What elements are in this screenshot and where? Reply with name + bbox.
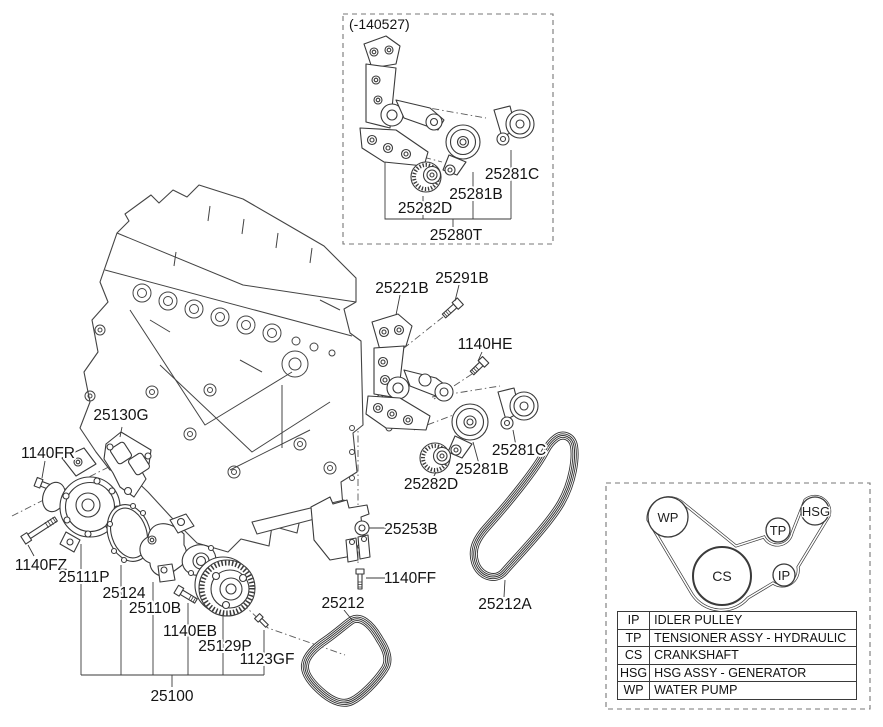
part-label-25291B[interactable]: 25291B xyxy=(433,268,490,289)
callout-lines xyxy=(27,284,517,687)
part-label-1123GF[interactable]: 1123GF xyxy=(238,649,297,670)
belt-node-wp xyxy=(647,496,689,538)
bracket-25280T-inset xyxy=(359,35,445,167)
protector-25253B xyxy=(310,496,371,563)
part-label-25281C[interactable]: 25281C xyxy=(490,440,548,461)
part-label-25281C-inset[interactable]: 25281C xyxy=(483,164,541,185)
gasket-25130G xyxy=(103,431,152,498)
legend-desc: HSG ASSY - GENERATOR xyxy=(649,663,858,682)
idler-pulley-25282D-inset xyxy=(410,161,442,193)
head-ports xyxy=(132,283,336,357)
part-label-25282D[interactable]: 25282D xyxy=(402,474,460,495)
belt-routing-box: WP TP HSG CS IP xyxy=(605,482,871,710)
part-label-25129P[interactable]: 25129P xyxy=(196,636,253,657)
inset-date-note: (-140527) xyxy=(349,16,410,32)
bolt-1140EB xyxy=(173,584,198,604)
part-label-25282D-inset[interactable]: 25282D xyxy=(396,198,454,219)
legend-row-cs: CS CRANKSHAFT xyxy=(616,646,858,665)
water-pump-housing-25111P xyxy=(42,447,121,553)
part-label-25100[interactable]: 25100 xyxy=(148,686,195,707)
legend-code: CS xyxy=(616,646,651,665)
part-label-1140FF[interactable]: 1140FF xyxy=(382,568,438,589)
belt-node-ip-label: IP xyxy=(778,568,790,583)
legend-row-tp: TP TENSIONER ASSY - HYDRAULIC xyxy=(616,628,858,647)
legend-desc: CRANKSHAFT xyxy=(649,646,858,665)
part-label-25221B[interactable]: 25221B xyxy=(373,278,430,299)
legend-desc: TENSIONER ASSY - HYDRAULIC xyxy=(649,628,858,647)
bolt-1140FF xyxy=(355,568,365,590)
part-label-25111P[interactable]: 25111P xyxy=(56,567,111,588)
belt-node-cs-label: CS xyxy=(712,568,731,584)
part-label-1140FR[interactable]: 1140FR xyxy=(19,443,77,464)
part-label-25281B-inset[interactable]: 25281B xyxy=(447,184,504,205)
screw-1123GF xyxy=(254,613,269,628)
legend-desc: WATER PUMP xyxy=(649,681,858,700)
legend-row-hsg: HSG HSG ASSY - GENERATOR xyxy=(616,663,858,682)
belt-node-hsg-label: HSG xyxy=(802,504,830,519)
part-label-25110B[interactable]: 25110B xyxy=(127,598,183,619)
engine-block xyxy=(79,184,393,553)
part-labels: (-140527) 25282D 25281B 25281C 25280T 25… xyxy=(13,14,548,707)
belt-node-cs xyxy=(692,546,752,606)
legend-row-ip: IP IDLER PULLEY xyxy=(616,611,858,630)
tensioner-25281C xyxy=(497,387,539,430)
belt-node-wp-label: WP xyxy=(658,510,679,525)
part-label-25212[interactable]: 25212 xyxy=(319,593,366,614)
legend-desc: IDLER PULLEY xyxy=(649,611,858,630)
legend-code: WP xyxy=(616,681,651,700)
legend-code: IP xyxy=(616,611,651,630)
part-label-1140FZ[interactable]: 1140FZ xyxy=(13,555,69,576)
drive-belt-25212A xyxy=(469,431,579,581)
bolt-1140FZ xyxy=(20,516,58,545)
part-label-1140EB[interactable]: 1140EB xyxy=(161,621,219,642)
bolt-25291B xyxy=(441,297,464,319)
pump-belt-25212 xyxy=(300,614,392,707)
belt-node-hsg xyxy=(800,496,830,526)
tensioner-25281B-inset xyxy=(442,124,481,176)
bolt-1140HE xyxy=(469,356,490,376)
inset-variant-box xyxy=(342,13,554,245)
legend-code: HSG xyxy=(616,663,651,682)
part-label-25281B[interactable]: 25281B xyxy=(453,459,510,480)
belt-node-tp-label: TP xyxy=(770,523,787,538)
idler-pulley-25282D xyxy=(419,442,452,474)
inset-callout-lines xyxy=(384,150,512,227)
part-label-25124[interactable]: 25124 xyxy=(100,583,147,604)
part-label-25130G[interactable]: 25130G xyxy=(91,405,150,426)
belt-node-tp xyxy=(765,517,791,543)
bracket-25221B xyxy=(365,313,454,431)
tensioner-25281C-inset xyxy=(493,105,535,146)
part-label-1140HE[interactable]: 1140HE xyxy=(456,334,515,355)
part-label-25253B[interactable]: 25253B xyxy=(382,519,439,540)
tensioner-25281B xyxy=(447,403,489,459)
part-label-25280T[interactable]: 25280T xyxy=(428,225,485,246)
belt-legend-table: IP IDLER PULLEY TP TENSIONER ASSY - HYDR… xyxy=(616,611,858,700)
part-label-25212A[interactable]: 25212A xyxy=(476,594,534,615)
pump-pulley-25129P xyxy=(194,556,256,617)
legend-code: TP xyxy=(616,628,651,647)
belt-node-ip xyxy=(772,563,796,587)
legend-row-wp: WP WATER PUMP xyxy=(616,681,858,700)
